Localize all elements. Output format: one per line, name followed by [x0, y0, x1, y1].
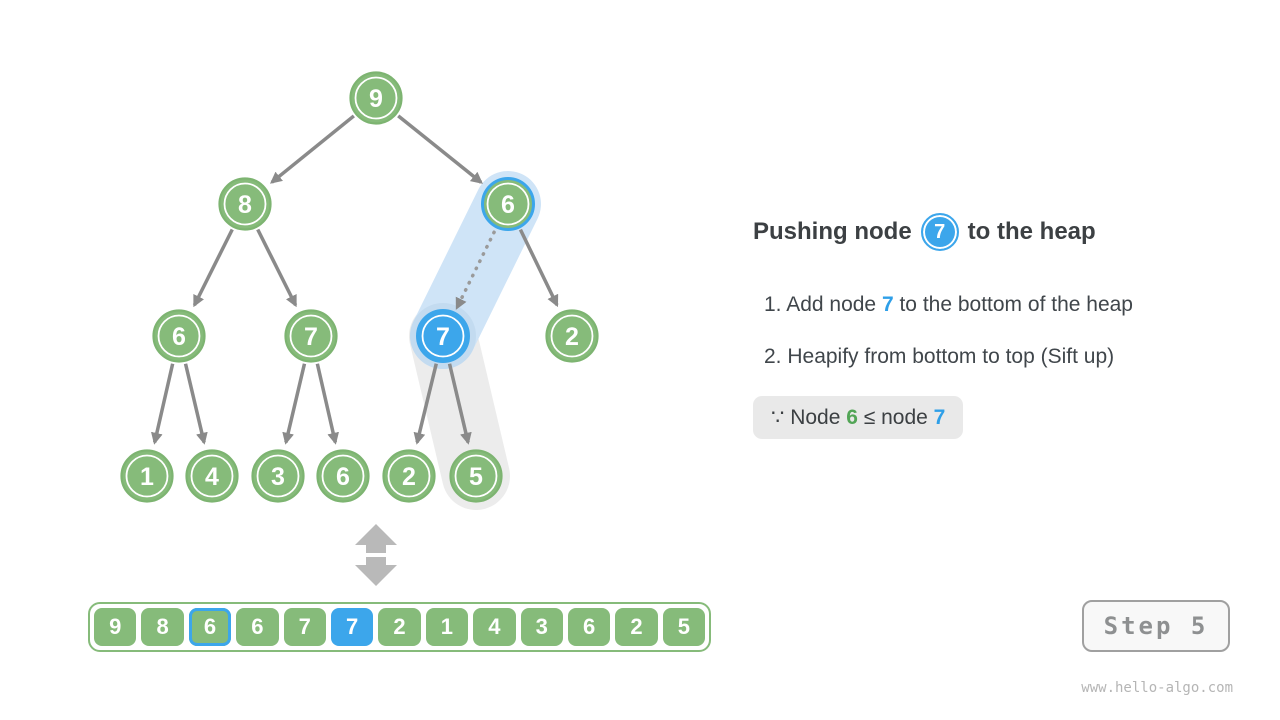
- text-segment: Pushing node: [753, 218, 912, 245]
- tree-node-value: 1: [140, 463, 154, 491]
- array-cell: 2: [378, 608, 421, 646]
- sift-up-dotted-arrow: [455, 230, 496, 310]
- tree-node: 8: [218, 177, 272, 231]
- tree-node: 3: [251, 449, 305, 503]
- text-segment: to the heap: [967, 218, 1096, 245]
- text-segment: 1. Add node: [764, 293, 882, 316]
- tree-node: 5: [449, 449, 503, 503]
- node-badge: 7: [920, 213, 959, 251]
- tree-node-value: 7: [436, 323, 450, 351]
- tree-array-swap-icon: [355, 524, 397, 586]
- tree-node: 6: [152, 309, 206, 363]
- tree-node: 6: [481, 177, 535, 231]
- text-segment: ∵ Node: [771, 406, 847, 429]
- heap-tree-diagram: 9 8 6 6 7 7 2 1 4 3 6 2 5: [120, 71, 599, 586]
- tree-node: 6: [316, 449, 370, 503]
- tree-node-value: 3: [271, 463, 285, 491]
- tree-node: 4: [185, 449, 239, 503]
- step-badge: Step 5: [1082, 600, 1230, 652]
- tree-node-value: 6: [336, 463, 350, 491]
- tree-node-value: 6: [501, 191, 515, 219]
- text-segment: 2. Heapify from bottom to top (Sift up): [764, 345, 1115, 368]
- text-segment: to the bottom of the heap: [893, 293, 1133, 316]
- tree-node: 2: [545, 309, 599, 363]
- tree-edge-arrow: [183, 363, 208, 445]
- watermark: www.hello-algo.com: [1081, 680, 1233, 696]
- tree-node: 2: [382, 449, 436, 503]
- array-cell: 1: [425, 608, 469, 646]
- tree-node-value: 4: [205, 463, 219, 491]
- array-cell: 6: [188, 608, 232, 646]
- tree-node: 9: [349, 71, 403, 125]
- tree-node-value: 8: [238, 191, 252, 219]
- text-segment: ≤ node: [857, 406, 934, 429]
- text-segment: 7: [881, 293, 894, 316]
- tree-node-value: 2: [402, 463, 416, 491]
- tree-node: 7: [416, 309, 470, 363]
- array-cell: 8: [141, 608, 184, 646]
- tree-edge-arrow: [269, 114, 355, 184]
- tree-node-value: 5: [469, 463, 483, 491]
- panel-title: Pushing node 7 to the heap: [753, 213, 1096, 251]
- instruction-steps: 1. Add node 7 to the bottom of the heap 2…: [764, 292, 1133, 396]
- array-cell: 9: [94, 608, 137, 646]
- array-cell: 6: [236, 608, 279, 646]
- tree-edge-arrow: [256, 228, 298, 308]
- array-cell: 7: [330, 608, 374, 646]
- tree-edge-arrow: [447, 363, 472, 445]
- array-cell: 7: [283, 608, 326, 646]
- instruction-step: 1. Add node 7 to the bottom of the heap: [764, 292, 1133, 318]
- tree-edge-arrow: [282, 363, 307, 445]
- array-cell: 6: [567, 608, 611, 646]
- tree-edge-arrow: [315, 363, 339, 445]
- text-segment: 7: [933, 406, 946, 429]
- tree-node: 1: [120, 449, 174, 503]
- tree-edge-arrow: [413, 363, 438, 445]
- tree-edge-arrow: [397, 114, 483, 184]
- tree-edge-arrow: [518, 228, 559, 308]
- tree-node-value: 9: [369, 85, 383, 113]
- tree-edge-arrow: [151, 363, 175, 445]
- tree-node-value: 7: [304, 323, 318, 351]
- tree-node-value: 6: [172, 323, 186, 351]
- tree-edge-arrow: [192, 228, 234, 308]
- instruction-step: 2. Heapify from bottom to top (Sift up): [764, 344, 1133, 370]
- array-cell: 2: [615, 608, 658, 646]
- tree-node-value: 2: [565, 323, 579, 351]
- text-segment: 6: [846, 406, 858, 429]
- tree-node: 7: [284, 309, 338, 363]
- array-cell: 3: [520, 608, 563, 646]
- note-box: ∵ Node 6 ≤ node 7: [753, 396, 964, 439]
- array-cell: 5: [662, 608, 706, 646]
- array-cell: 4: [473, 608, 516, 646]
